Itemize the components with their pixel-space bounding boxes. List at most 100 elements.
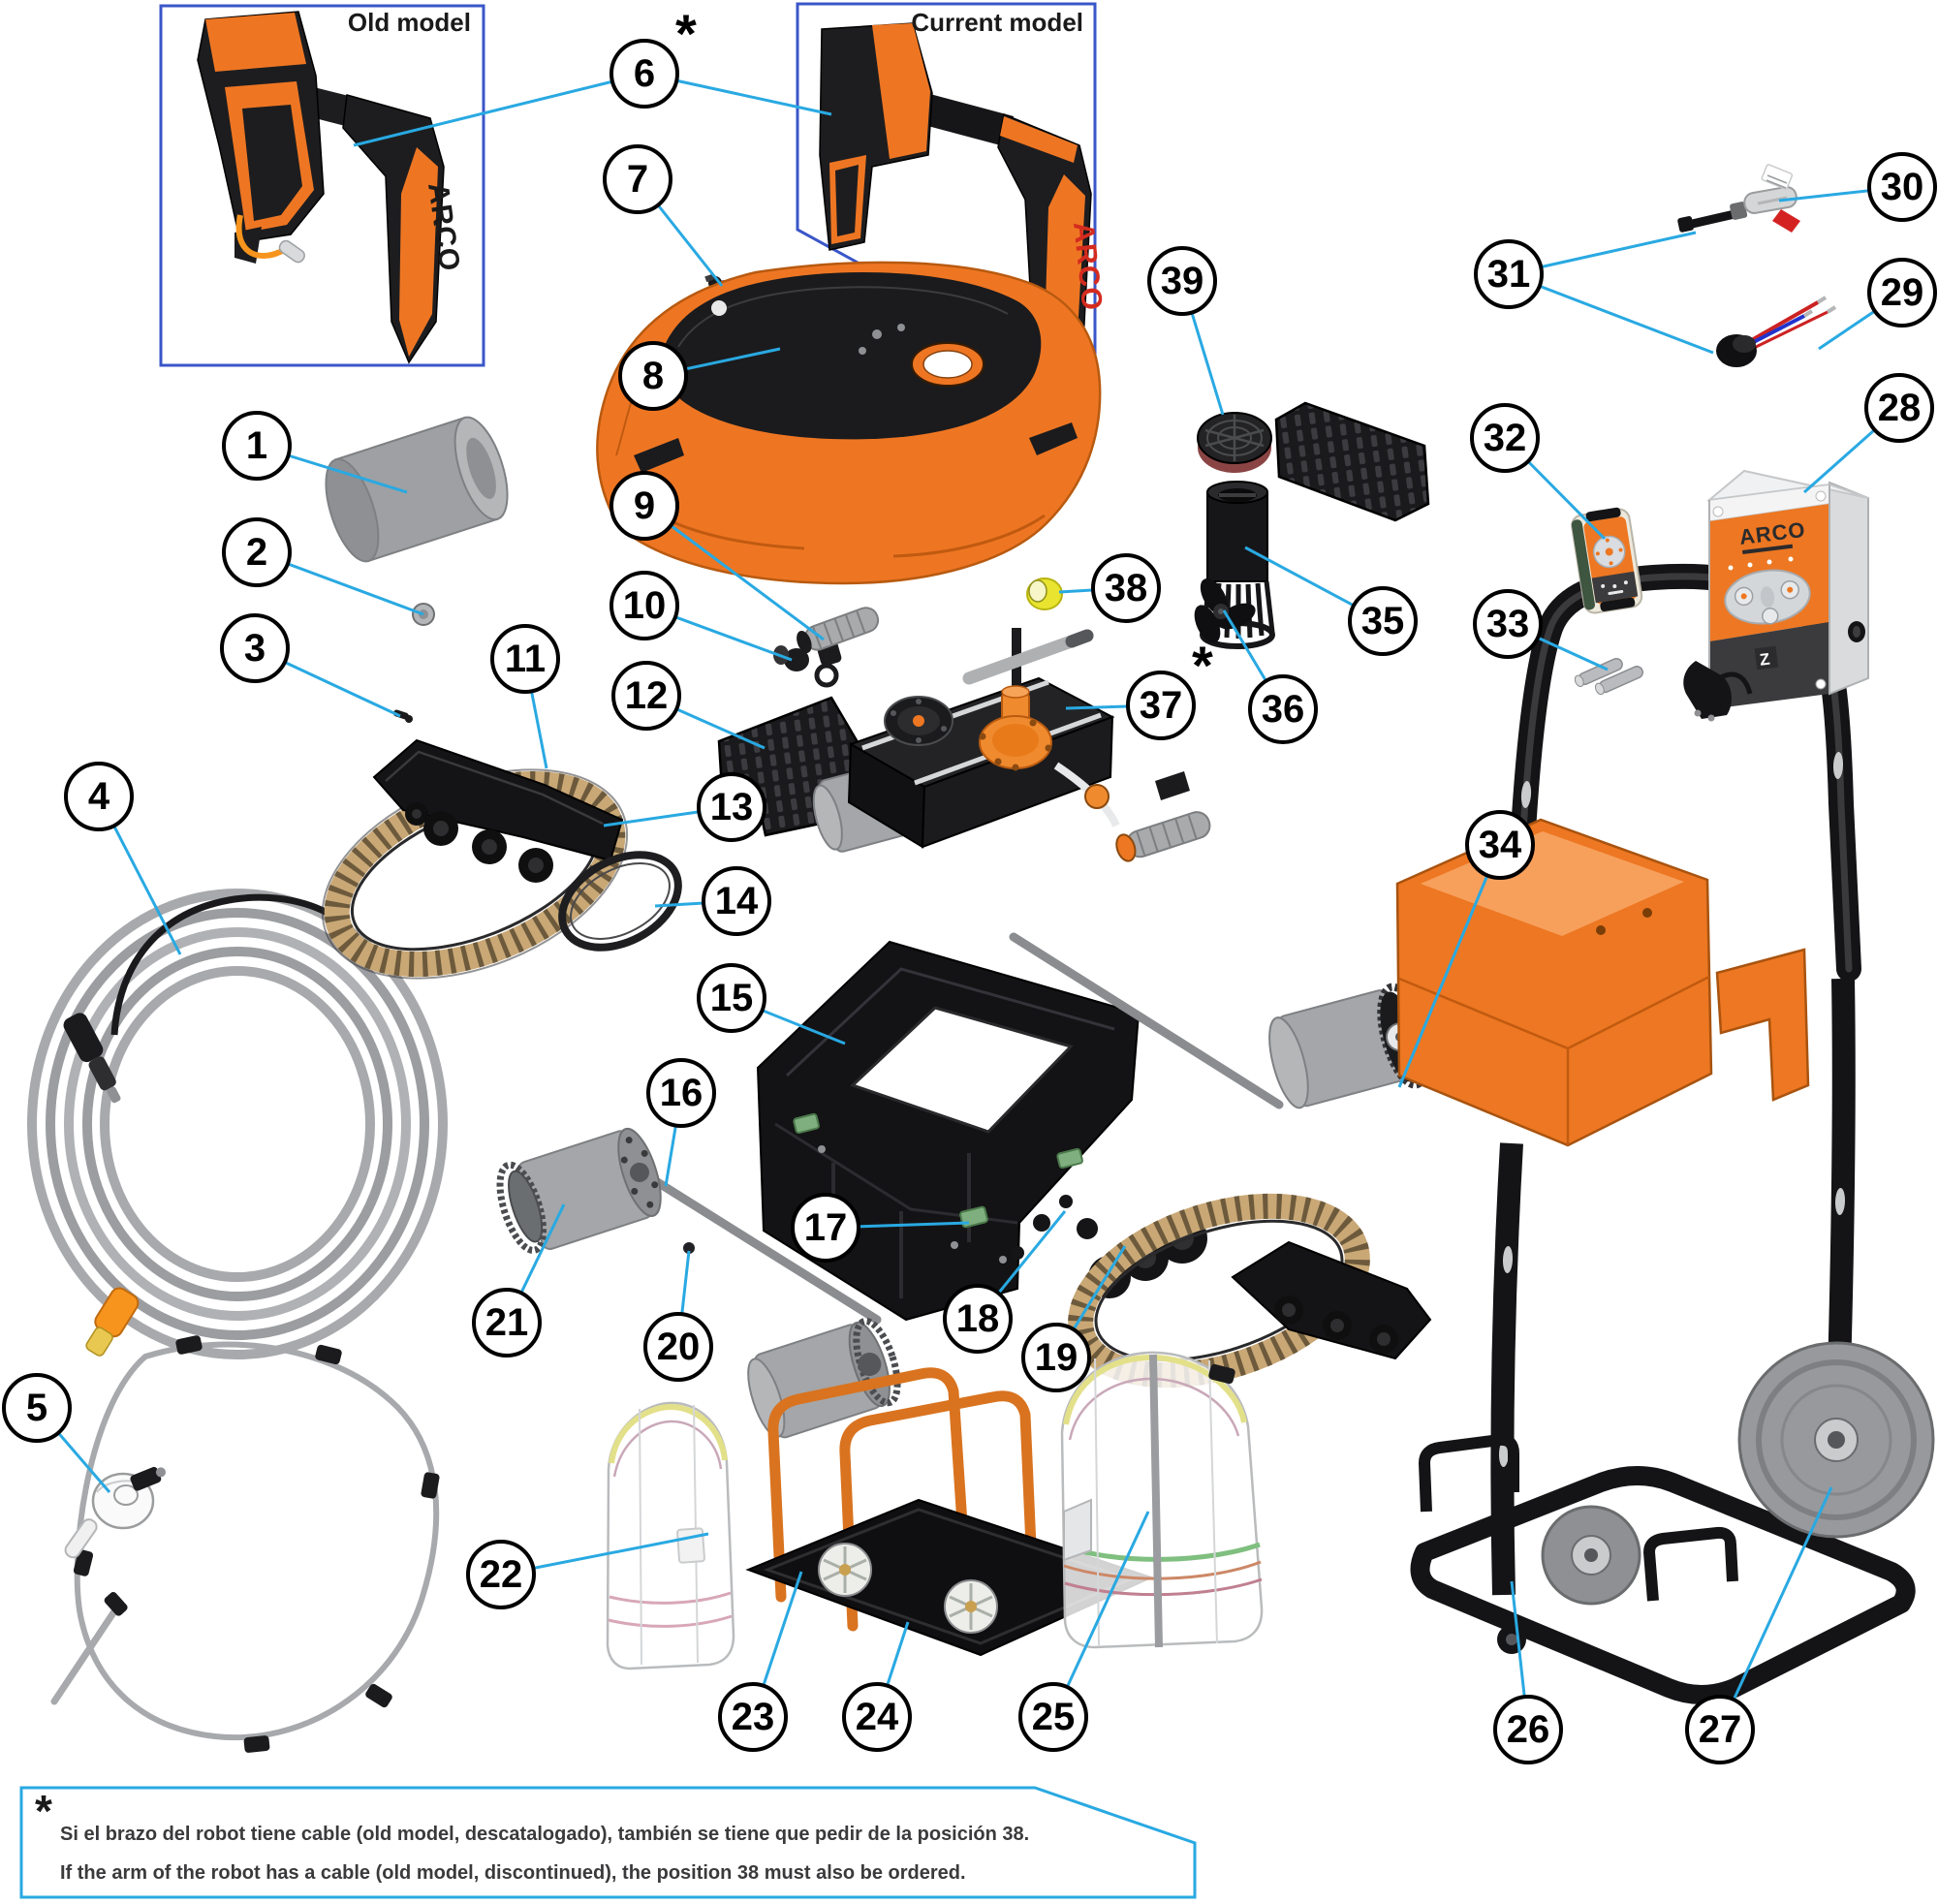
- remote-part-32: [1571, 507, 1643, 614]
- svg-text:24: 24: [856, 1696, 899, 1738]
- svg-text:31: 31: [1487, 253, 1531, 296]
- callout-9: 9: [610, 471, 679, 541]
- control-box-z-logo: Z: [1759, 650, 1771, 670]
- footnote-line-en: If the arm of the robot has a cable (old…: [60, 1862, 966, 1884]
- callout-13: 13: [697, 772, 766, 842]
- callout-11: 11: [490, 624, 560, 694]
- leader-line-6: [353, 72, 645, 147]
- cable-coil-part: [27, 889, 448, 1359]
- callout-4: 4: [64, 762, 134, 831]
- chassis-part: [756, 940, 1141, 1322]
- screw-part-20: [683, 1242, 695, 1254]
- svg-text:18: 18: [956, 1297, 1000, 1340]
- leader-line-34: [1397, 844, 1502, 1088]
- callout-25: 25: [1018, 1682, 1088, 1752]
- footnote-line-es: Si el brazo del robot tiene cable (old m…: [60, 1824, 1030, 1845]
- callout-36: 36: [1248, 674, 1318, 744]
- cap-part-38: [1026, 577, 1063, 610]
- current-model-label: Current model: [911, 8, 1083, 37]
- svg-text:8: 8: [642, 355, 664, 397]
- callout-27: 27: [1685, 1695, 1755, 1764]
- svg-text:37: 37: [1140, 684, 1183, 727]
- svg-text:11: 11: [505, 638, 546, 680]
- callout-33: 33: [1473, 589, 1543, 659]
- svg-text:4: 4: [88, 775, 110, 818]
- left-track-part: [321, 738, 629, 980]
- svg-text:38: 38: [1105, 567, 1148, 609]
- svg-text:29: 29: [1881, 271, 1924, 314]
- svg-text:15: 15: [710, 977, 754, 1019]
- svg-text:34: 34: [1479, 824, 1522, 866]
- callout-37: 37*: [1126, 635, 1213, 740]
- svg-text:1: 1: [246, 424, 267, 467]
- callout-6: 6*: [610, 3, 697, 109]
- motor-block-part-37: [797, 607, 1211, 862]
- footnote-marker: *: [35, 1786, 52, 1836]
- callout-29: 29: [1867, 258, 1937, 328]
- callout-38: 38: [1091, 553, 1161, 623]
- leader-line-9: [643, 504, 825, 641]
- svg-text:16: 16: [660, 1072, 703, 1114]
- callout-20: 20: [643, 1312, 713, 1382]
- callout-12: 12: [611, 661, 681, 731]
- svg-text:12: 12: [625, 674, 669, 717]
- svg-text:25: 25: [1032, 1696, 1076, 1738]
- leader-line-31: [1508, 272, 1714, 355]
- svg-text:33: 33: [1486, 603, 1530, 645]
- svg-text:10: 10: [623, 584, 667, 627]
- roller-part: [325, 416, 509, 563]
- svg-text:9: 9: [634, 484, 655, 527]
- svg-text:32: 32: [1484, 417, 1527, 459]
- bushing-parts: [1011, 1195, 1098, 1260]
- bottom-plate-part: [745, 1367, 1154, 1657]
- callout-35: 35: [1348, 586, 1418, 656]
- trolley-part: [1395, 563, 1935, 1704]
- motor-part-21: [496, 1127, 662, 1254]
- callout-8: 8: [618, 341, 688, 411]
- callout-31: 31: [1474, 239, 1544, 309]
- old-model-label: Old model: [347, 8, 471, 37]
- svg-text:13: 13: [710, 786, 754, 828]
- old-arm-part: ARCO: [197, 11, 466, 364]
- filter-bag-right: [1060, 1351, 1264, 1649]
- callout-39: 39: [1147, 246, 1217, 316]
- top-cover-part: [596, 261, 1102, 585]
- callout-10: 10: [610, 571, 679, 640]
- callout-3: 3: [220, 613, 290, 683]
- svg-text:35: 35: [1361, 600, 1405, 642]
- filter-bag-left: [606, 1401, 735, 1670]
- leader-line-27: [1718, 1486, 1833, 1731]
- svg-text:26: 26: [1507, 1708, 1550, 1751]
- callout-17: 17: [791, 1193, 860, 1263]
- svg-text:3: 3: [244, 627, 266, 670]
- svg-text:17: 17: [804, 1206, 848, 1249]
- callout-2: 2: [222, 517, 292, 587]
- callout-16: 16: [646, 1058, 716, 1128]
- callout-18: 18: [943, 1284, 1013, 1354]
- svg-text:20: 20: [657, 1326, 701, 1368]
- svg-text:36: 36: [1262, 688, 1305, 731]
- svg-text:39: 39: [1161, 260, 1204, 302]
- footnote-box: [19, 1786, 1197, 1899]
- grommet-part-29: [1716, 296, 1837, 367]
- callout-5: 5: [2, 1373, 72, 1443]
- callout-21: 21: [472, 1288, 542, 1358]
- callout-asterisk-37: *: [1192, 635, 1213, 696]
- callout-22: 22: [466, 1540, 536, 1609]
- svg-text:21: 21: [485, 1301, 529, 1344]
- grate-part-39: [1197, 412, 1272, 473]
- callout-asterisk-6: *: [675, 3, 697, 64]
- belt-part: [558, 851, 682, 952]
- svg-text:22: 22: [480, 1553, 523, 1596]
- callout-7: 7: [603, 144, 672, 214]
- brush-panel-right: [1274, 401, 1430, 522]
- screw-part-3: [392, 709, 413, 723]
- pin-parts-33: [1574, 657, 1643, 696]
- svg-text:14: 14: [715, 880, 759, 922]
- svg-text:30: 30: [1881, 166, 1924, 208]
- callout-28: 28: [1864, 373, 1934, 443]
- leader-line-22: [500, 1532, 709, 1576]
